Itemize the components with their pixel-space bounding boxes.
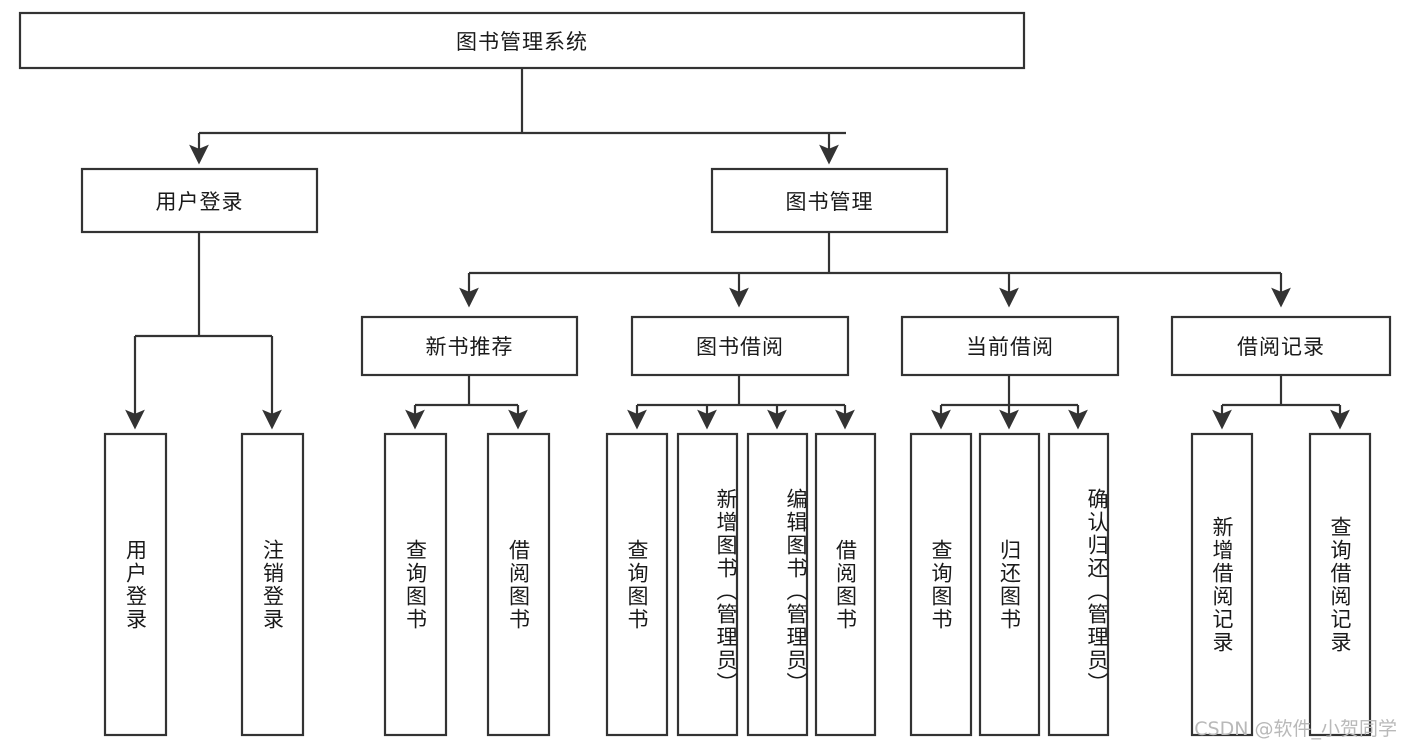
connector-userlogin-to-leaves xyxy=(125,232,282,430)
leaf-user-login-box[interactable] xyxy=(103,432,168,737)
node-root-box[interactable] xyxy=(18,11,1026,70)
node-book-borrow-box[interactable] xyxy=(630,315,850,377)
connector-bookborrow-to-leaves xyxy=(627,375,855,430)
leaf-borrow-book-1-box[interactable] xyxy=(486,432,551,737)
node-borrow-record-box[interactable] xyxy=(1170,315,1392,377)
connector-bookmgmt-to-level3 xyxy=(459,232,1291,308)
node-current-borrow-box[interactable] xyxy=(900,315,1120,377)
connector-newbook-to-leaves xyxy=(405,375,528,430)
leaf-query-book-1-box[interactable] xyxy=(383,432,448,737)
leaf-query-book-3-box[interactable] xyxy=(909,432,973,737)
connector-borrowrecord-to-leaves xyxy=(1212,375,1350,430)
node-book-management-box[interactable] xyxy=(710,167,949,234)
leaf-borrow-book-2-box[interactable] xyxy=(814,432,877,737)
csdn-watermark: CSDN @软件_小贺同学 xyxy=(1194,718,1397,740)
leaf-add-record-box[interactable] xyxy=(1190,432,1254,737)
connector-root-to-level2 xyxy=(189,68,846,165)
leaf-confirm-return-box[interactable] xyxy=(1047,432,1110,737)
leaf-query-record-box[interactable] xyxy=(1308,432,1372,737)
leaf-return-book-box[interactable] xyxy=(978,432,1041,737)
node-new-book-recommend-box[interactable] xyxy=(360,315,579,377)
leaf-add-book-box[interactable] xyxy=(676,432,739,737)
leaf-edit-book-box[interactable] xyxy=(746,432,809,737)
node-user-login-box[interactable] xyxy=(80,167,319,234)
connector-currentborrow-to-leaves xyxy=(931,375,1088,430)
leaf-logout-login-box[interactable] xyxy=(240,432,305,737)
leaf-query-book-2-box[interactable] xyxy=(605,432,669,737)
